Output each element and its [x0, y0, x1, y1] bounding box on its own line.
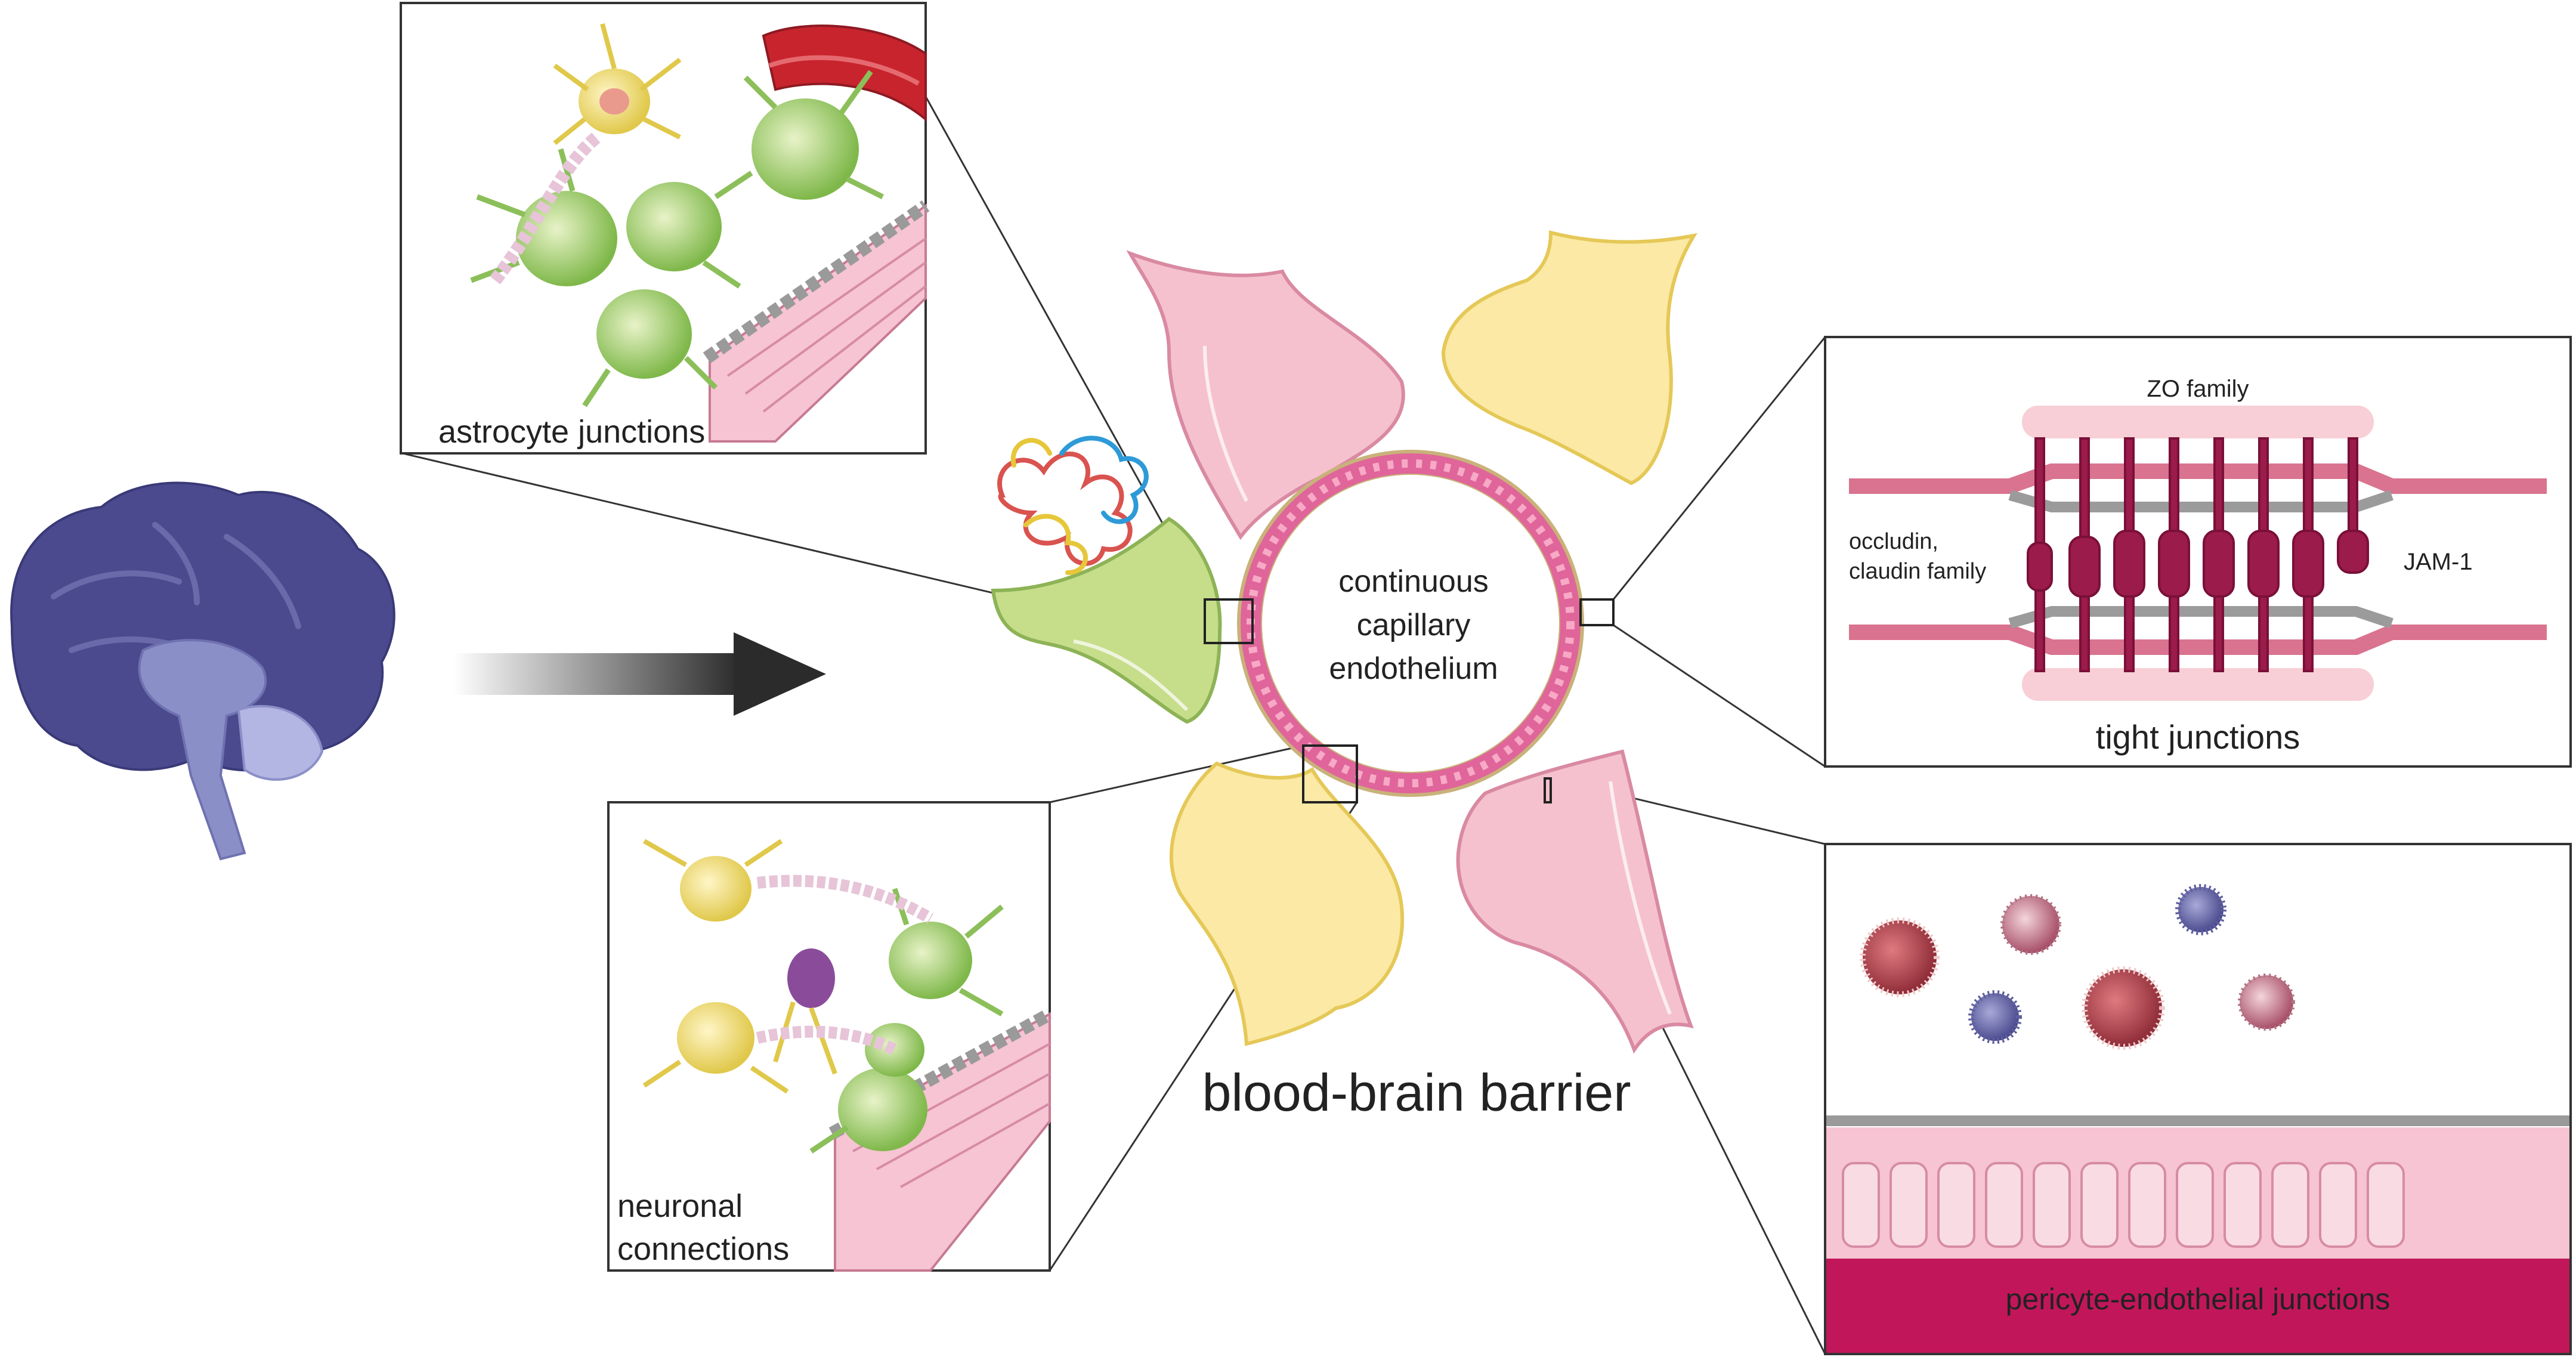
rna-coil-icon: [997, 435, 1149, 575]
neuronal-label-1: neuronal: [617, 1188, 743, 1224]
end-foot-left-green: [991, 517, 1222, 724]
astrocyte-label: astrocyte junctions: [438, 414, 705, 450]
neuron-cell: [642, 839, 837, 1094]
tight-junctions-panel: ZO family occludin, claudin family JAM-1…: [1824, 336, 2572, 768]
center-line-2: capillary: [1357, 608, 1471, 642]
astrocyte-cell: [553, 23, 682, 146]
diagram-title: blood-brain barrier: [1202, 1063, 1631, 1122]
occludin-label-2: claudin family: [1849, 559, 1986, 584]
end-foot-lower-left: [1169, 761, 1405, 1046]
astrocyte-cell-green: [470, 70, 885, 407]
center-line-3: endothelium: [1329, 651, 1498, 686]
astrocyte-cell-green-2: [809, 888, 1004, 1154]
tight-junctions-title: tight junctions: [2096, 718, 2300, 756]
virus-particle-icon: [1860, 884, 2295, 1050]
zoom-markers: [1204, 598, 1615, 803]
astrocyte-panel: astrocyte junctions: [400, 2, 930, 455]
endothelial-cells-1: [703, 200, 930, 443]
pericyte-label: pericyte-endothelial junctions: [2006, 1282, 2391, 1316]
pericyte-panel: pericyte-endothelial junctions: [1824, 843, 2572, 1355]
end-foot-lower-right: [1456, 749, 1694, 1054]
occludin-label-1: occludin,: [1849, 529, 1938, 554]
neuronal-panel: neuronal connections: [607, 801, 1053, 1272]
arrow-icon: [453, 632, 826, 716]
zo-family-label: ZO family: [2147, 376, 2249, 402]
end-foot-upper-right: [1441, 230, 1698, 486]
junction-proteins: [2027, 437, 2369, 672]
neuronal-label-2: connections: [617, 1231, 789, 1267]
capillary-ring: [1237, 450, 1584, 797]
brain-icon: [10, 481, 395, 861]
center-line-1: continuous: [1338, 564, 1489, 599]
jam-label: JAM-1: [2404, 549, 2473, 575]
